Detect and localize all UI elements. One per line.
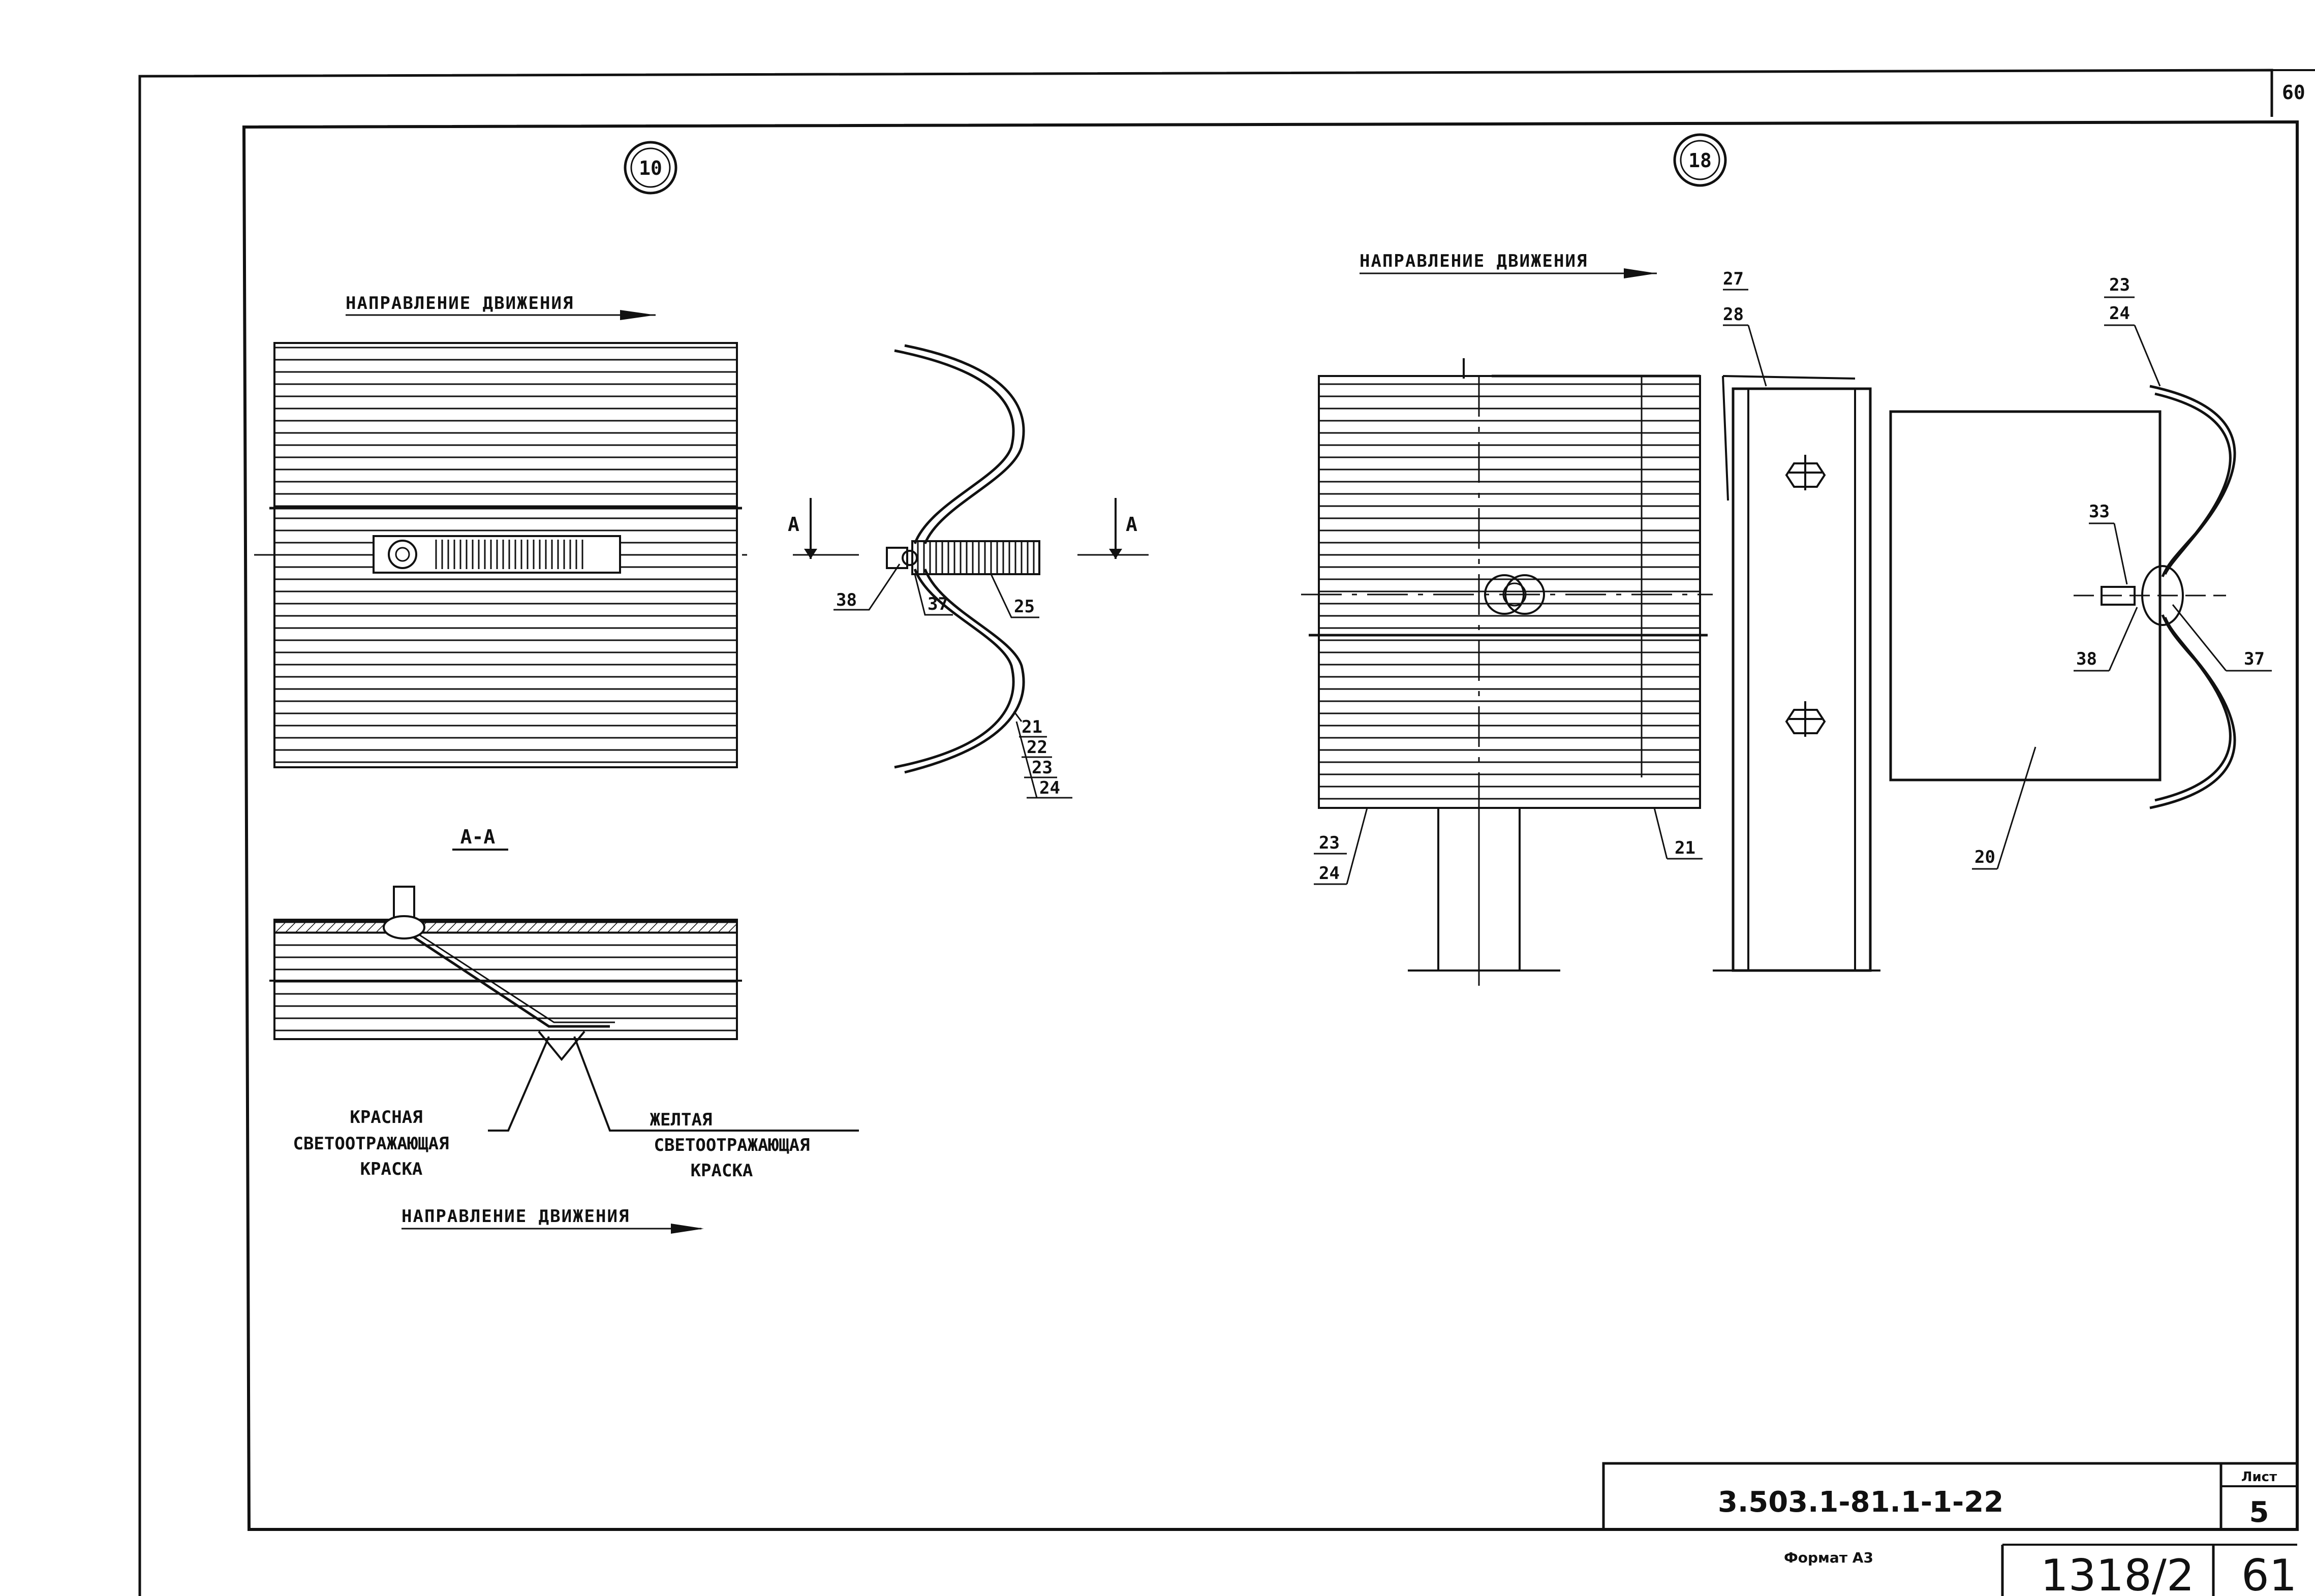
format-label: Формат А3 xyxy=(1784,1549,1873,1566)
view-number-circle-10 xyxy=(624,141,677,195)
label-27: 27 xyxy=(1723,269,1744,289)
label-22-left: 22 xyxy=(1027,737,1047,758)
label-25-left: 25 xyxy=(1014,597,1035,617)
section-marker-left: А xyxy=(788,498,817,559)
label-21-left: 21 xyxy=(1022,717,1042,737)
view-number-10: 10 xyxy=(639,157,662,179)
section-title: А-А xyxy=(460,826,496,848)
title-block xyxy=(1602,1462,2299,1596)
view-10: 10 НАПРАВЛЕНИЕ ДВИЖЕНИЯ xyxy=(254,141,1149,1234)
yellow-paint-line2: СВЕТООТРАЖАЮЩАЯ xyxy=(654,1135,810,1155)
sheet-corner-number: 60 xyxy=(2282,81,2305,104)
svg-text:А: А xyxy=(788,513,799,536)
red-paint-line3: КРАСКА xyxy=(360,1159,423,1179)
label-37-left: 37 xyxy=(928,594,948,614)
guardrail-profile xyxy=(793,344,1149,774)
label-24-top-right: 24 xyxy=(2109,303,2130,324)
view-number-circle-18 xyxy=(1673,133,1727,187)
direction-label-right: НАПРАВЛЕНИЕ ДВИЖЕНИЯ xyxy=(1360,251,1588,271)
view-number-18: 18 xyxy=(1688,149,1712,172)
guardrail-plan-view xyxy=(254,342,752,768)
label-24-bottom-right: 24 xyxy=(1319,863,1340,884)
label-38-left: 38 xyxy=(836,590,857,610)
label-23-left: 23 xyxy=(1032,758,1053,778)
post-side-view xyxy=(1713,375,1880,972)
label-33: 33 xyxy=(2089,502,2110,522)
yellow-paint-line1: ЖЕЛТАЯ xyxy=(650,1110,713,1130)
label-23-top-right: 23 xyxy=(2109,275,2130,295)
beam-end-view xyxy=(1301,358,1713,986)
label-28: 28 xyxy=(1723,304,1744,325)
archive-number: 1318/2 xyxy=(2041,1550,2195,1596)
direction-label-bottom-left: НАПРАВЛЕНИЕ ДВИЖЕНИЯ xyxy=(402,1206,630,1227)
direction-label-top-left: НАПРАВЛЕНИЕ ДВИЖЕНИЯ xyxy=(346,293,574,314)
red-paint-line1: КРАСНАЯ xyxy=(350,1107,422,1128)
label-20: 20 xyxy=(1974,847,1995,867)
red-paint-line2: СВЕТООТРАЖАЮЩАЯ xyxy=(293,1134,449,1154)
view-18: 18 НАПРАВЛЕНИЕ ДВИЖЕНИЯ xyxy=(1301,133,2272,986)
sheet-number: 5 xyxy=(2249,1496,2269,1529)
svg-text:А: А xyxy=(1126,513,1137,536)
sheet-label: Лист xyxy=(2241,1469,2277,1485)
label-38-right: 38 xyxy=(2076,649,2097,669)
page-number: 61 xyxy=(2241,1550,2297,1596)
section-a-a xyxy=(269,886,742,1061)
yellow-paint-line3: КРАСКА xyxy=(691,1161,753,1181)
guardrail-profile-right xyxy=(2074,385,2236,809)
label-24-left: 24 xyxy=(1039,778,1060,798)
label-37-right: 37 xyxy=(2244,649,2265,669)
label-23-bottom-right: 23 xyxy=(1319,833,1340,853)
doc-code: 3.503.1-81.1-1-22 xyxy=(1718,1486,2003,1519)
section-marker-right: А xyxy=(1109,498,1137,559)
label-21-right: 21 xyxy=(1675,838,1695,858)
